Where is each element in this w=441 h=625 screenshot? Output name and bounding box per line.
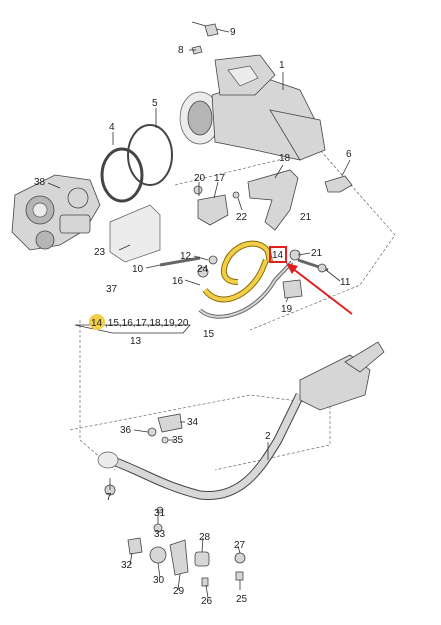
pointer-arrow (291, 267, 353, 315)
turbocharger-part (11, 174, 101, 251)
flange-bracket-part (324, 175, 353, 193)
clip-part-19 (282, 279, 303, 299)
group-part-list: ,15,16,17,18,19,20 (105, 318, 189, 329)
bolt-part-25 (235, 571, 244, 581)
bolt-part-8 (191, 45, 203, 55)
callout-7: 7 (106, 492, 112, 503)
callout-27: 27 (234, 540, 246, 551)
callout-12: 12 (180, 251, 192, 262)
sensor-bracket-part (197, 194, 229, 226)
callout-26: 26 (201, 596, 213, 607)
bolt-part-33 (156, 506, 164, 514)
front-exhaust-pipe-part (97, 341, 385, 501)
rubber-mount-part-28 (194, 551, 210, 567)
callout-24: 24 (197, 264, 209, 275)
callout-19: 19 (281, 304, 293, 315)
group-highlight-dot (89, 314, 105, 330)
callout-4: 4 (109, 122, 115, 133)
callout-37: 37 (106, 284, 118, 295)
bush-part-30 (149, 546, 167, 564)
heat-shield-part (109, 204, 161, 263)
bolt-part-26 (201, 577, 209, 587)
nut-part-27 (234, 552, 246, 564)
pipe-10 (159, 256, 201, 267)
highlighted-pipe-group (202, 240, 273, 303)
clip-part-12 (208, 255, 218, 265)
callout-31: 31 (154, 508, 166, 519)
callout-21b: 21 (300, 212, 312, 223)
callout-2: 2 (265, 431, 271, 442)
callout-29: 29 (173, 586, 185, 597)
bolt-part-21b (317, 263, 327, 273)
callout-16: 16 (172, 276, 184, 287)
callout-11: 11 (340, 277, 351, 288)
callout-32: 32 (121, 560, 133, 571)
gasket-ring-part (127, 124, 173, 186)
hanger-part-29 (169, 539, 189, 576)
callout-17: 17 (214, 173, 226, 184)
pressure-sensor-part (204, 23, 219, 37)
callout-25: 25 (236, 594, 248, 605)
assembly-outline-left (79, 320, 116, 471)
callout-18: 18 (279, 153, 291, 164)
callout-6: 6 (346, 149, 352, 160)
bolt-part-16 (197, 266, 209, 278)
callout-22: 22 (236, 212, 248, 223)
callout-28: 28 (199, 532, 211, 543)
callout-9: 9 (230, 27, 236, 38)
callout-35: 35 (172, 435, 184, 446)
callout-30: 30 (153, 575, 165, 586)
callout-23: 23 (94, 247, 106, 258)
callout-21a: 21 (311, 248, 323, 259)
callout-33: 33 (154, 529, 166, 540)
bolt-part-20 (193, 185, 203, 195)
callout-34: 34 (187, 417, 199, 428)
hanger-bracket-part (157, 413, 183, 433)
bolt-part-35 (161, 436, 169, 444)
catalytic-converter-part (179, 54, 326, 161)
callout-5: 5 (152, 98, 158, 109)
bolt-part-22 (232, 191, 240, 199)
highlight-box (269, 246, 287, 263)
nut-part-36 (147, 427, 157, 437)
callout-15: 15 (203, 329, 215, 340)
assembly-outline-upper (174, 149, 396, 331)
group-highlight-number: 14 (91, 318, 103, 329)
callout-1: 1 (279, 60, 285, 71)
bolt-part-32 (127, 537, 143, 555)
callout-13: 13 (130, 336, 142, 347)
callout-38: 38 (34, 177, 46, 188)
clamp-ring-part (100, 147, 144, 203)
callout-14: 14 (272, 250, 284, 261)
assembly-outline-lower (69, 394, 331, 471)
callout-20: 20 (194, 173, 206, 184)
callout-8: 8 (178, 45, 184, 56)
mounting-bracket-part (247, 169, 299, 231)
callout-10: 10 (132, 264, 144, 275)
callout-36: 36 (120, 425, 132, 436)
pointer-arrowhead (286, 263, 298, 274)
